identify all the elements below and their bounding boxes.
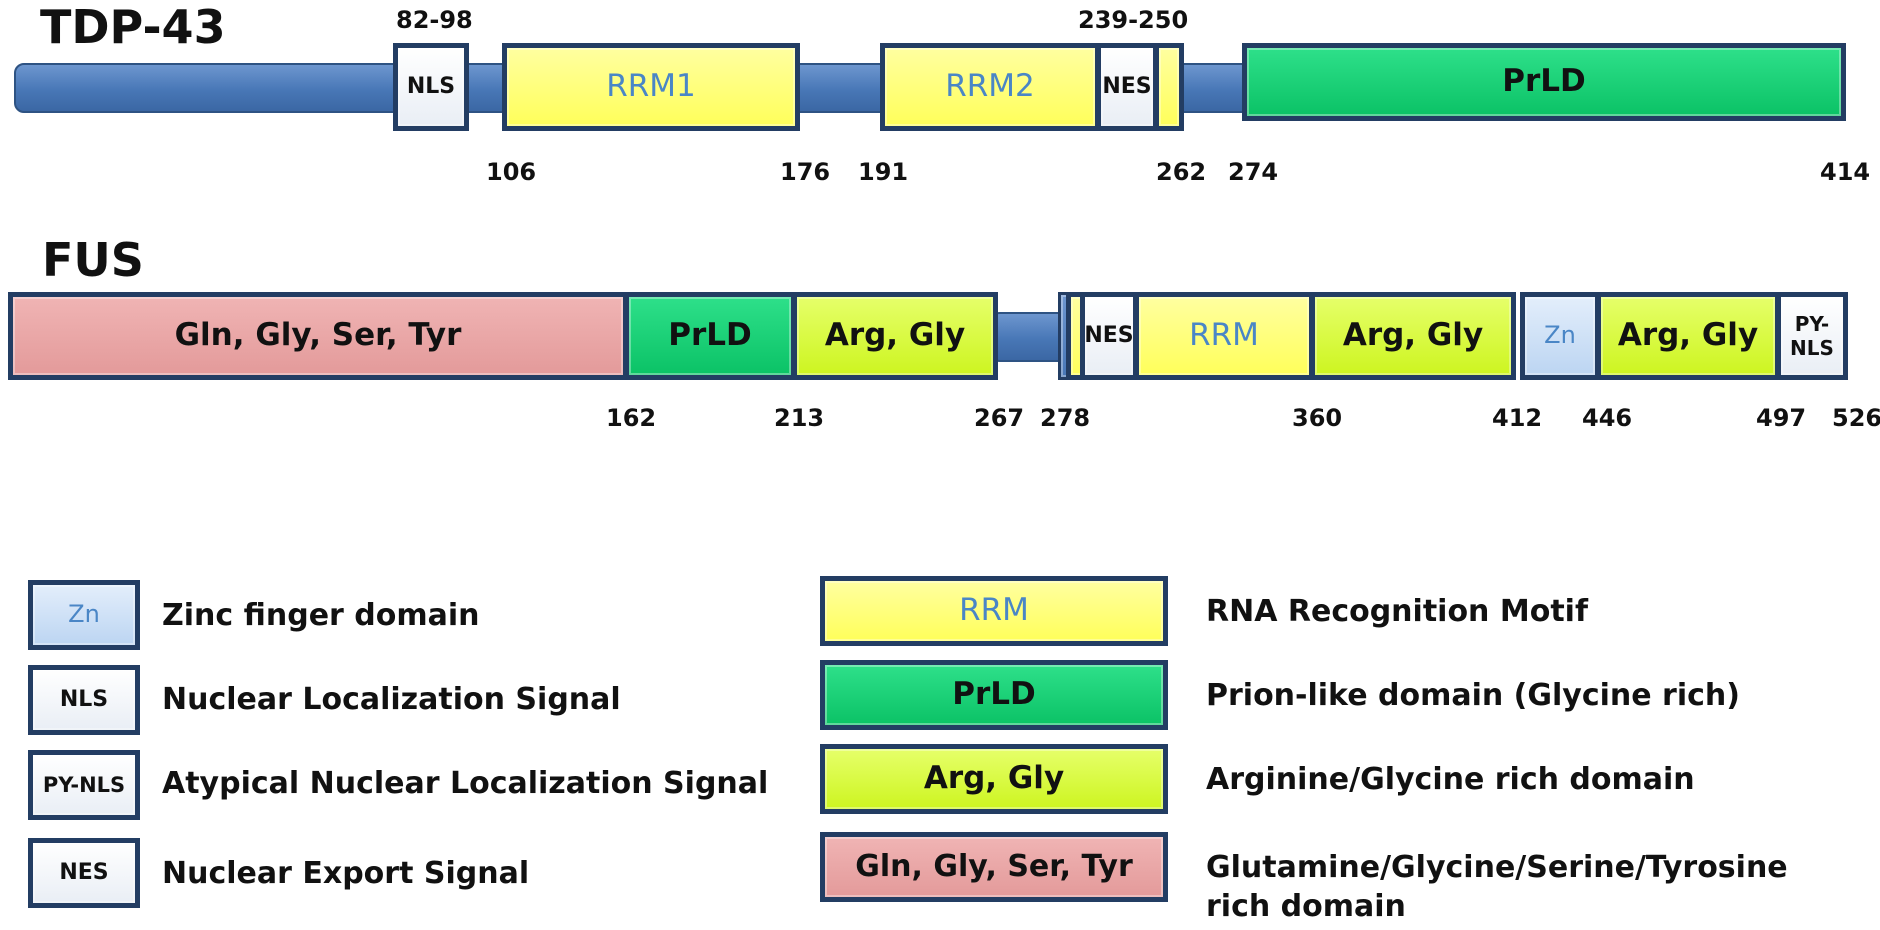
fus-position-213: 213: [774, 404, 825, 432]
tdp43-nes-range-label: 239-250: [1078, 6, 1189, 34]
fus-nes-domain: NES: [1080, 292, 1138, 380]
tdp43-nls-range-label: 82-98: [396, 6, 473, 34]
legend-nls-text: Nuclear Localization Signal: [162, 682, 621, 717]
legend-nes-box: NES: [28, 838, 140, 908]
fus-arg-gly-domain-2: Arg, Gly: [1310, 292, 1516, 380]
fus-position-412: 412: [1492, 404, 1543, 432]
fus-arg-gly-domain-3: Arg, Gly: [1596, 292, 1780, 380]
legend-rrm-text: RNA Recognition Motif: [1206, 594, 1589, 629]
fus-arg-gly-domain-1: Arg, Gly: [792, 292, 998, 380]
fus-position-360: 360: [1292, 404, 1343, 432]
legend-py-nls-box: PY-NLS: [28, 750, 140, 820]
fus-position-497: 497: [1756, 404, 1807, 432]
fus-position-446: 446: [1582, 404, 1633, 432]
fus-position-267: 267: [974, 404, 1025, 432]
tdp43-rrm2-tail: [1154, 43, 1184, 131]
tdp43-nls-domain: NLS: [393, 43, 469, 131]
legend-zn-box: Zn: [28, 580, 140, 650]
fus-position-278: 278: [1040, 404, 1091, 432]
tdp43-position-176: 176: [780, 158, 831, 186]
legend-rrm-box: RRM: [820, 576, 1168, 646]
legend-prld-text: Prion-like domain (Glycine rich): [1206, 678, 1740, 713]
legend-nls-box: NLS: [28, 665, 140, 735]
fus-position-162: 162: [606, 404, 657, 432]
legend-arg-gly-text: Arginine/Glycine rich domain: [1206, 762, 1695, 797]
tdp43-position-274: 274: [1228, 158, 1279, 186]
tdp43-rrm1-domain: RRM1: [502, 43, 800, 131]
tdp43-position-414: 414: [1820, 158, 1871, 186]
fus-qgsy-domain: Gln, Gly, Ser, Tyr: [8, 292, 628, 380]
legend-arg-gly-box: Arg, Gly: [820, 744, 1168, 814]
tdp43-prld-domain: PrLD: [1242, 43, 1846, 121]
fus-zn-domain: Zn: [1520, 292, 1600, 380]
tdp43-position-106: 106: [486, 158, 537, 186]
fus-py-nls-domain: PY- NLS: [1776, 292, 1848, 380]
legend-qgsy-text: Glutamine/Glycine/Serine/Tyrosine rich d…: [1206, 850, 1788, 924]
fus-prld-domain: PrLD: [624, 292, 796, 380]
fus-rrm-domain: RRM: [1134, 292, 1314, 380]
legend-py-nls-text: Atypical Nuclear Localization Signal: [162, 766, 769, 801]
tdp43-position-262: 262: [1156, 158, 1207, 186]
legend-nes-text: Nuclear Export Signal: [162, 856, 530, 891]
tdp43-rrm2-domain: RRM2: [880, 43, 1100, 131]
tdp43-position-191: 191: [858, 158, 909, 186]
legend-zn-text: Zinc finger domain: [162, 598, 480, 633]
fus-title: FUS: [42, 233, 144, 287]
tdp43-title: TDP-43: [40, 0, 226, 54]
tdp43-nes-domain: NES: [1096, 43, 1158, 131]
legend-prld-box: PrLD: [820, 660, 1168, 730]
legend-qgsy-box: Gln, Gly, Ser, Tyr: [820, 832, 1168, 902]
fus-position-526: 526: [1832, 404, 1880, 432]
